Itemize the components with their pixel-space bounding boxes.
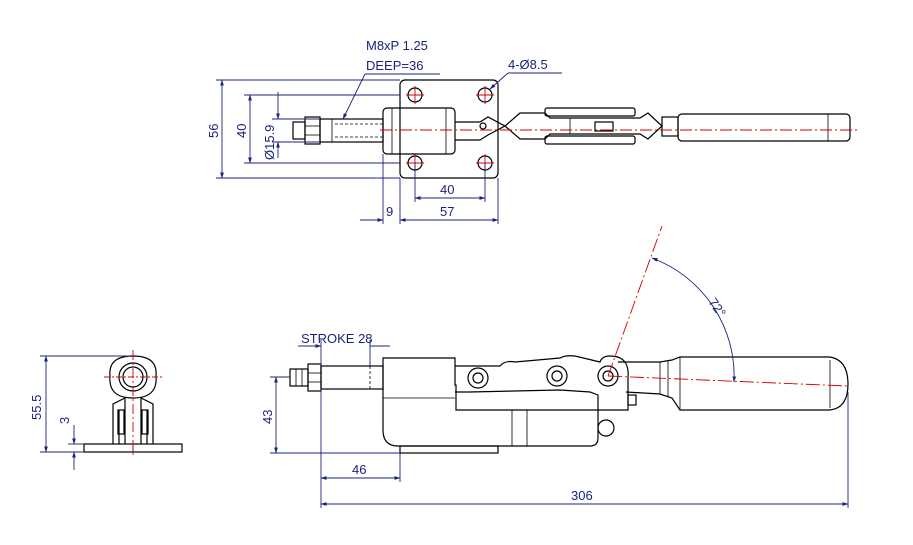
deep-note: DEEP=36 [366,58,423,73]
dim-46: 46 [352,462,366,477]
dim-diameter: Ø15.9 [262,125,277,160]
end-view: 55.5 3 [29,350,183,470]
dim-40-vertical: 40 [234,124,249,138]
mounting-hole [406,86,494,172]
holes-note: 4-Ø8.5 [508,57,548,72]
dim-9: 9 [386,204,393,219]
dim-57: 57 [440,204,454,219]
angle-72: 72° [706,295,730,320]
dim-55-5: 55.5 [29,395,44,420]
top-view: 56 40 Ø15.9 40 9 57 M8xP 1.25 DEEP=36 4-… [206,38,860,224]
dim-3: 3 [57,417,72,424]
dim-43: 43 [260,410,275,424]
dim-306: 306 [571,488,593,503]
thread-note: M8xP 1.25 [366,38,428,53]
stroke-label: STROKE 28 [301,331,373,346]
dim-56: 56 [206,124,221,138]
side-view: 72° STROKE 28 43 46 306 [260,225,849,508]
dim-40-horizontal: 40 [440,182,454,197]
